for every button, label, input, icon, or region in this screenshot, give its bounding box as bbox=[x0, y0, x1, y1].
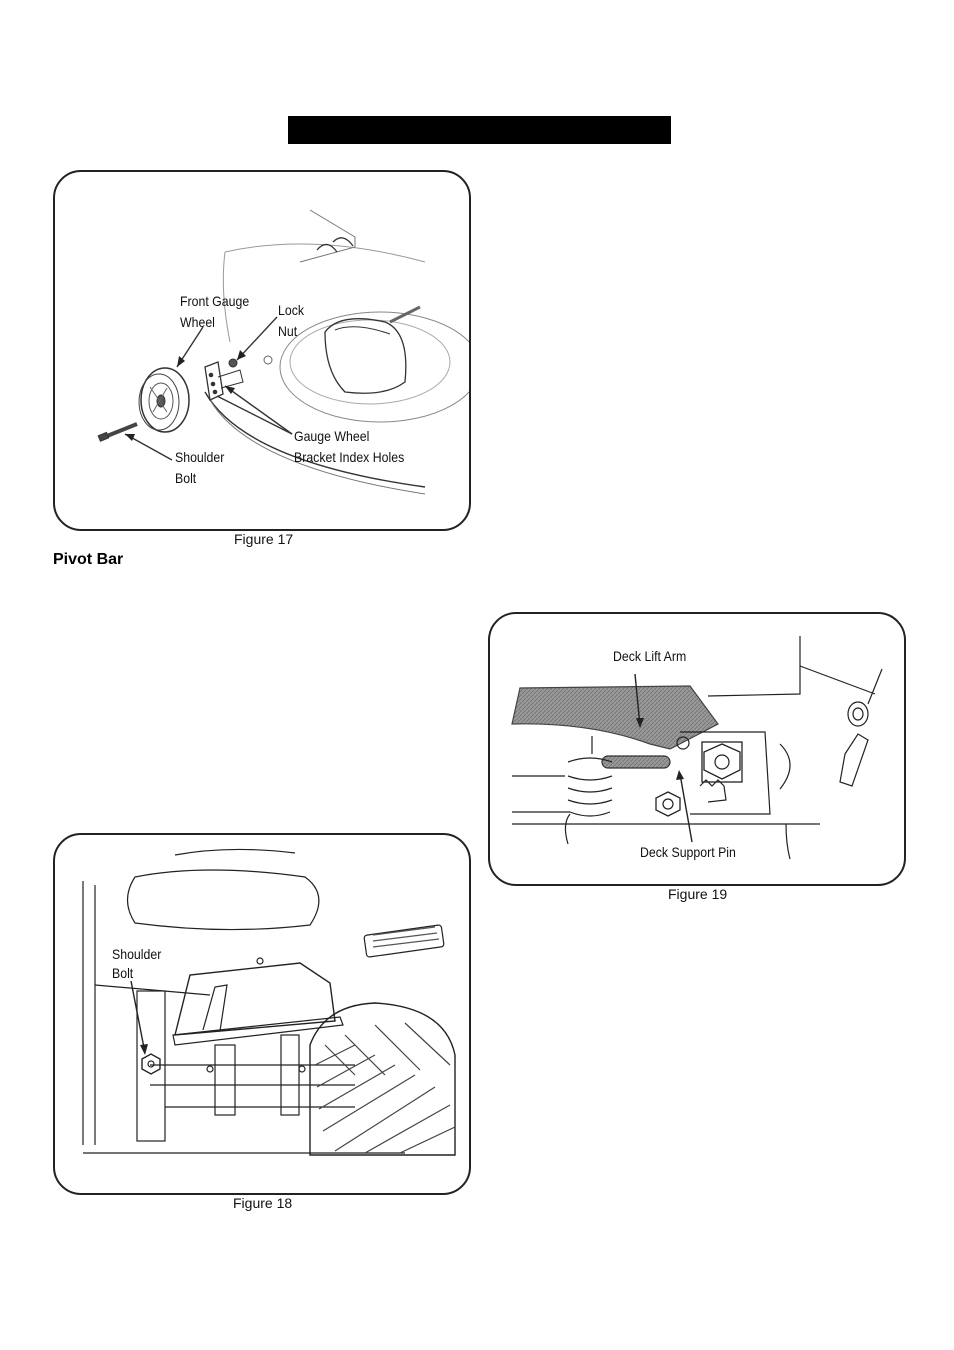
figure-19-caption: Figure 19 bbox=[668, 886, 727, 902]
shoulder-bolt-label-line-2: Bolt bbox=[112, 963, 133, 984]
shoulder-bolt-label-line-2: Bolt bbox=[175, 468, 196, 489]
figure-17-frame: Front Gauge Wheel Lock Nut Gauge Wheel B… bbox=[53, 170, 471, 531]
front-gauge-wheel-label-line-2: Wheel bbox=[180, 312, 215, 333]
shoulder-bolt-label-line-1: Shoulder bbox=[175, 447, 224, 468]
figure-18-illustration bbox=[55, 835, 469, 1193]
gauge-wheel-bracket-label-line-2: Bracket Index Holes bbox=[294, 447, 404, 468]
figure-18-caption: Figure 18 bbox=[233, 1195, 292, 1211]
section-heading-pivot-bar: Pivot Bar bbox=[53, 551, 123, 569]
front-gauge-wheel-label-line-1: Front Gauge bbox=[180, 291, 249, 312]
gauge-wheel-bracket-label-line-1: Gauge Wheel bbox=[294, 426, 369, 447]
shoulder-bolt-label-line-1: Shoulder bbox=[112, 944, 161, 965]
section-header-bar bbox=[288, 116, 671, 144]
lock-nut-label-line-2: Nut bbox=[278, 321, 297, 342]
figure-17-caption: Figure 17 bbox=[234, 531, 293, 547]
figure-18-frame: Shoulder Bolt bbox=[53, 833, 471, 1195]
figure-19-frame: Deck Lift Arm Deck Support Pin bbox=[488, 612, 906, 886]
deck-support-pin-label: Deck Support Pin bbox=[640, 842, 736, 863]
deck-lift-arm-label: Deck Lift Arm bbox=[613, 646, 686, 667]
figure-17-illustration bbox=[55, 172, 469, 529]
lock-nut-label-line-1: Lock bbox=[278, 300, 304, 321]
